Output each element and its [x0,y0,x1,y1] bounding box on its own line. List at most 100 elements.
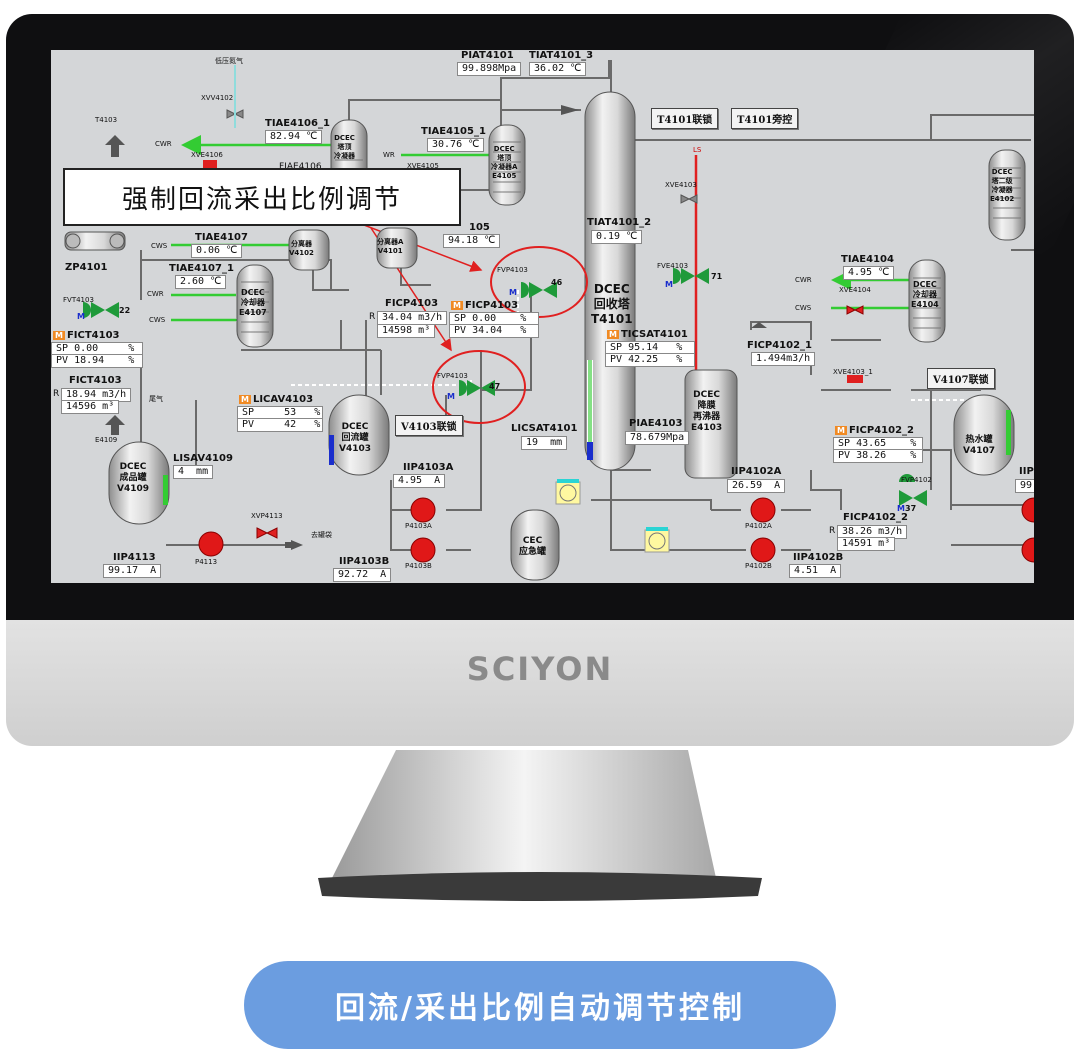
tiae4106-1-value[interactable]: 82.94 ℃ [265,130,323,144]
cwr-label-2: CWR [147,290,164,298]
manual-badge: M [239,395,251,404]
iip4102b-value[interactable]: 4.51 A [789,564,842,578]
exchanger-e4107[interactable] [236,264,274,348]
scada-screen: DCEC 回收塔 T4101 DCEC 回流罐 V4103 DCEC 成品罐 V… [51,50,1034,583]
monitor-chin: SCIYON [6,620,1074,746]
p4102b-label: P4102B [745,562,772,570]
manual-badge: M [835,426,847,435]
ficp4102-2-pv-row[interactable]: PV 38.26 % [833,449,923,463]
exchanger-e4105[interactable] [488,124,526,206]
sp-label: SP [610,342,623,353]
tiae4107-2-value[interactable]: 0.06 ℃ [191,244,243,258]
ficp4103-pv-row[interactable]: PV 34.04 % [449,324,539,338]
iip4103a-value[interactable]: 4.95 A [393,474,446,488]
callout-box: 强制回流采出比例调节 [63,168,461,226]
fvp4103a-tag: FVP4103 [497,266,528,274]
vessel-e4103[interactable] [684,369,738,479]
e4109-label: E4109 [95,436,118,444]
fvp4103a-m: M [509,288,517,297]
fict4103-sp: 0.00 [74,343,99,354]
ficp4103-flow[interactable]: 34.04 m3/h [377,311,448,325]
sp-label: SP [242,407,255,418]
licav4103-sp: 53 [284,407,297,418]
exchanger-e4104[interactable] [908,259,946,343]
licsat4101-value[interactable]: 19 mm [521,436,568,450]
tiae4107-1-value[interactable]: 2.60 ℃ [175,275,227,289]
iip4102a-value[interactable]: 26.59 A [727,479,786,493]
tiae4105-2-tag: 105 [469,222,490,233]
lisav4109-value[interactable]: 4 mm [173,465,214,479]
v4103-interlock-button[interactable]: V4103联锁 [395,415,463,436]
licav4103-pv-row[interactable]: PV 42 % [237,418,323,432]
licav4103-sp-row[interactable]: SP 53 % [237,406,323,420]
piae4103-value[interactable]: 78.679Mpa [625,431,690,445]
vessel-cec[interactable] [510,509,560,581]
iip4103b-value[interactable]: 92.72 A [333,568,392,582]
pump-p4102b [750,537,776,563]
ficp4102-2-sp: 43.65 [856,438,887,449]
wr-label: WR [383,151,395,159]
sp-label: SP [454,313,467,324]
ficp4103-total[interactable]: 14598 m³ [377,324,436,338]
t4101-interlock-button[interactable]: T4101联锁 [651,108,719,129]
fvp4102-value[interactable]: 37 [905,504,917,513]
tiae4107-2-tag: TIAE4107 [195,232,248,243]
tiae4106-1-tag: TIAE4106_1 [265,118,330,129]
xve4104-tag: XVE4104 [839,286,871,294]
licsat4101-tag: LICSAT4101 [511,423,578,434]
t4103-label: T4103 [95,116,118,124]
unit: % [520,325,527,336]
fvp4103b-value[interactable]: 47 [489,382,501,391]
fve4103-m: M [665,280,673,289]
exchanger-e4102[interactable] [988,149,1026,241]
tiat4101-3-tag: TIAT4101_3 [529,50,594,61]
iip4113-value[interactable]: 99.17 A [103,564,162,578]
separator-v4101[interactable] [376,227,418,269]
sp-label: SP [838,438,851,449]
unit: % [910,438,917,449]
tiat4101-2-value[interactable]: 0.19 ℃ [591,230,643,244]
red-valves [203,160,864,539]
cwr-label-1: CWR [155,140,172,148]
iip4113-tag: IIP4113 [113,552,156,563]
vessel-v4109[interactable] [108,441,170,525]
separator-v4102[interactable] [288,229,330,271]
licav4103-tag-text: LICAV4103 [252,394,314,405]
tiae4104-value[interactable]: 4.95 ℃ [843,266,895,280]
vessel-v4107[interactable] [953,394,1015,476]
tiae4105-1-tag: TIAE4105_1 [421,126,486,137]
fvp4103a-value[interactable]: 46 [551,278,563,287]
tiae4105-2-value[interactable]: 94.18 ℃ [443,234,501,248]
fvt4103-value[interactable]: 22 [119,306,131,315]
unit: % [520,313,527,324]
ficp4102-2-total[interactable]: 14591 m³ [837,537,896,551]
piat4101-value[interactable]: 99.898Mpa [457,62,522,76]
t4101-bypass-button[interactable]: T4101旁控 [731,108,799,129]
fict4103-r-label: R [53,389,60,399]
column-t4101[interactable] [584,91,636,471]
v4107-interlock-button[interactable]: V4107联锁 [927,368,995,389]
column-level-fill [587,442,593,460]
iip-right-value[interactable]: 99 [1015,479,1034,493]
compressor-zp4101[interactable] [64,231,126,251]
piat4101-tag: PIAT4101 [461,50,514,61]
lisav4109-tag: LISAV4109 [173,453,233,464]
ficp4102-1-value[interactable]: 1.494m3/h [751,352,816,366]
unit: % [128,355,135,366]
xvv4102-tag: XVV4102 [201,94,234,102]
pump-p4103b [410,537,436,563]
tiae4105-1-value[interactable]: 30.76 ℃ [427,138,485,152]
ticsat4101-pv-row[interactable]: PV 42.25 % [605,353,695,367]
fict4103-total[interactable]: 14596 m³ [61,400,120,414]
tiae4104-tag: TIAE4104 [841,254,894,265]
tiat4101-3-value[interactable]: 36.02 ℃ [529,62,587,76]
v4107-label: 热水罐 V4107 [963,435,996,456]
fict4103-pv-row[interactable]: PV 18.94 % [51,354,143,368]
to-tank-label: 去罐袋 [311,531,332,539]
e4105-label: DCEC 塔顶 冷凝器A E4105 [491,145,518,180]
cws-label-3: CWS [795,304,812,312]
fvt4103-m: M [77,312,85,321]
fve4103-value[interactable]: 71 [711,272,723,281]
brand-logo: SCIYON [466,650,614,688]
